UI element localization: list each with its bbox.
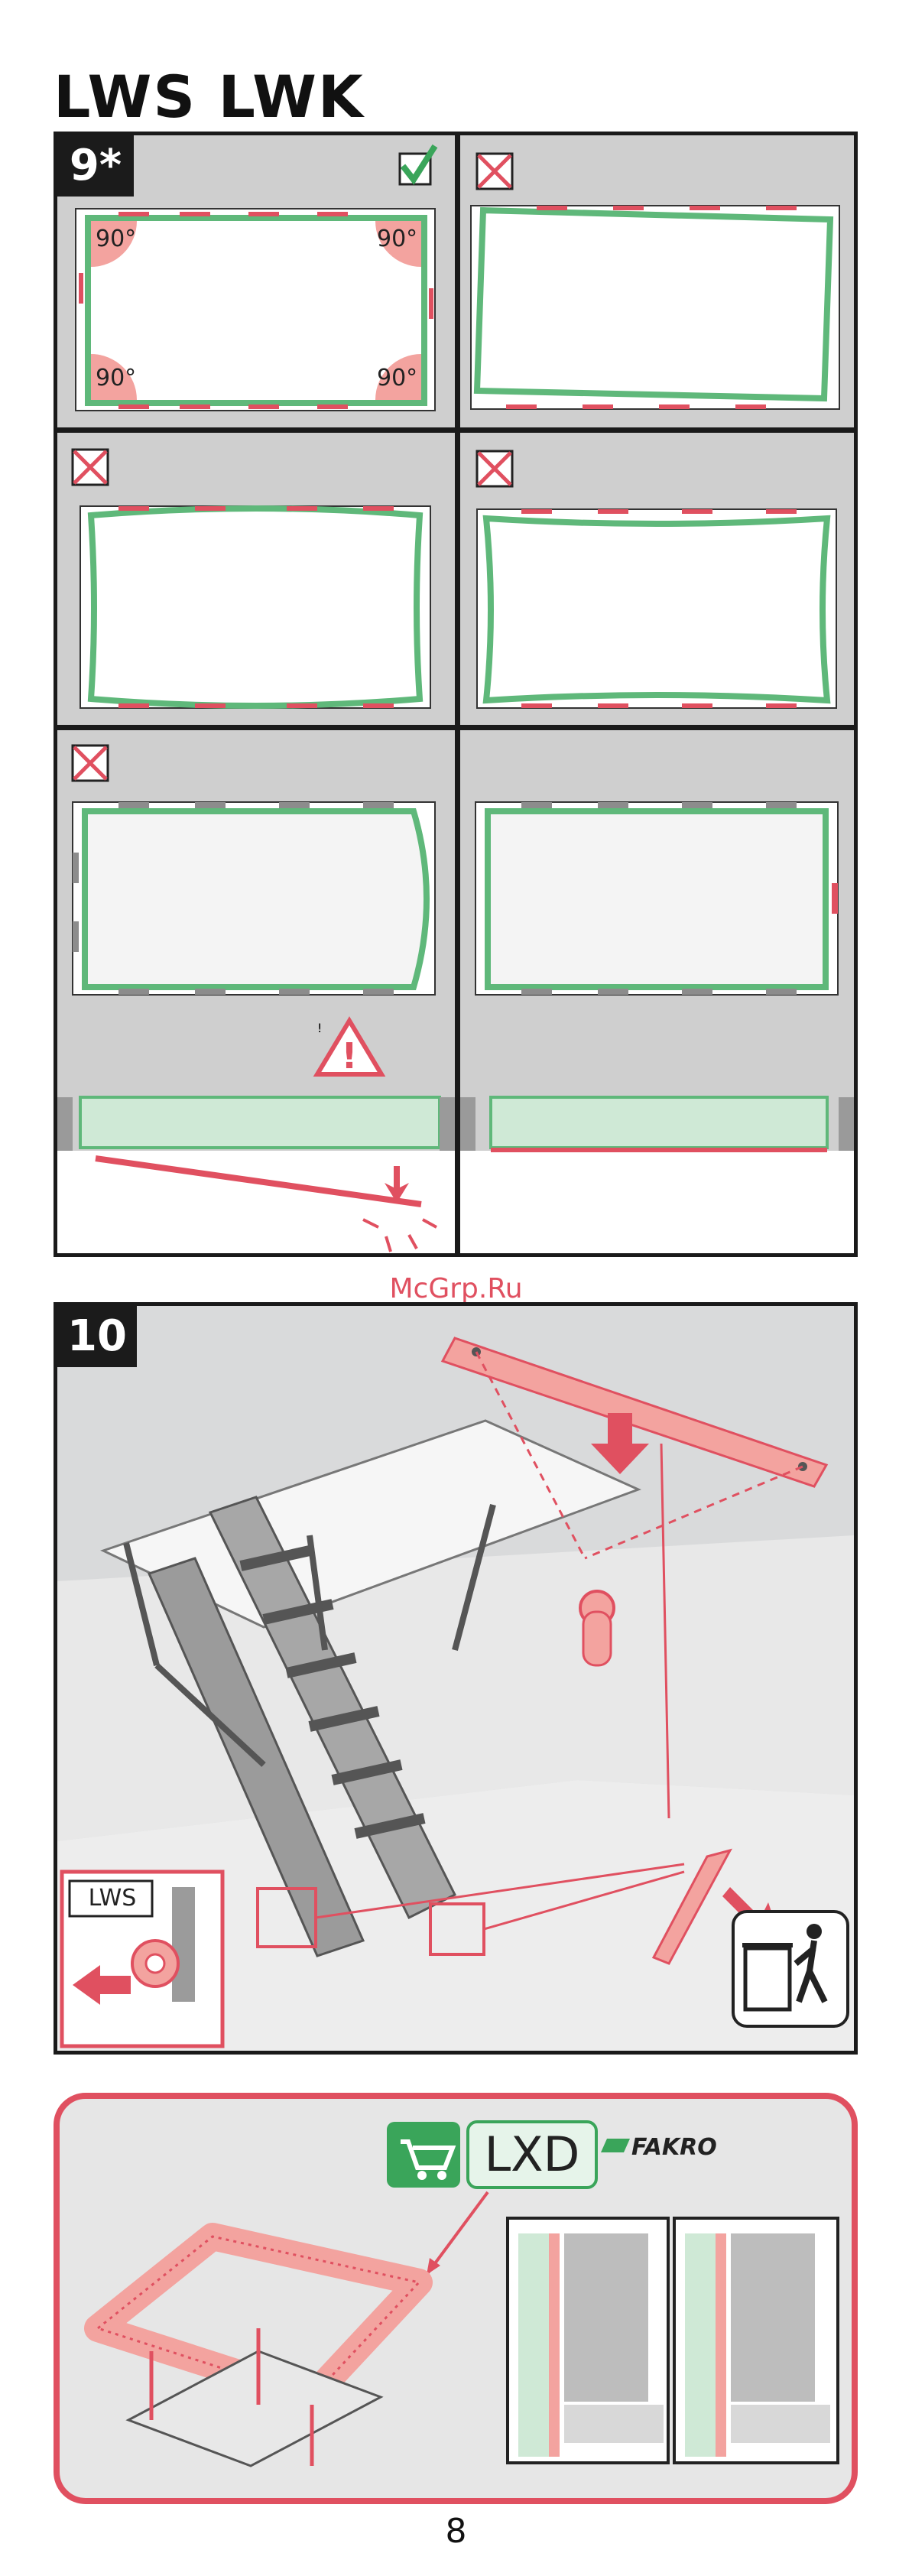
checkbox-ok-icon [400, 154, 430, 184]
corner-angle-label: 90° [377, 226, 417, 252]
corner-angle-label: 90° [377, 365, 417, 391]
checkbox-wrong-icon [477, 451, 512, 486]
arrow-down-icon [591, 1413, 649, 1474]
step-10-panel: 10 [54, 1302, 858, 2055]
checkbox-wrong-icon [73, 746, 108, 781]
cell-wrong-sagging-hatch: ! ! [57, 730, 455, 1253]
sagging-hatch-diagram: ! [57, 730, 455, 1253]
trash-bin-icon [733, 1912, 848, 2026]
cart-icon [387, 2122, 460, 2188]
cell-wrong-bowed-in [460, 433, 854, 725]
fakro-logo-icon [601, 2139, 630, 2152]
correct-hatch-diagram [460, 730, 854, 1253]
corner-angle-label: 90° [96, 365, 136, 391]
cell-wrong-skewed [460, 135, 854, 427]
cell-correct-square: 9* 90° 90° 90° 90° [57, 135, 455, 427]
page-number: 8 [0, 2512, 912, 2551]
corner-angle-label: 90° [96, 226, 136, 252]
warning-triangle-icon: ! [317, 1021, 381, 1074]
checkbox-wrong-icon [73, 450, 108, 485]
watermark: McGrp.Ru [0, 1273, 912, 1304]
inset-label: LWS [73, 1881, 152, 1916]
checkbox-wrong-icon [477, 154, 512, 189]
skewed-frame-diagram [460, 135, 854, 427]
cell-correct-hatch [460, 730, 854, 1253]
bowed-frame-diagram [57, 433, 455, 725]
pinched-frame-diagram [460, 433, 854, 725]
page-title: LWS LWK [54, 63, 365, 131]
cell-wrong-bowed-out [57, 433, 455, 725]
accessory-panel: LXD FAKRO [54, 2093, 858, 2504]
screwdriver-icon [583, 1591, 617, 1665]
product-code: LXD [468, 2122, 596, 2188]
step-9-panel: 9* 90° 90° 90° 90° [54, 132, 858, 1257]
brand-name: FAKRO [631, 2134, 717, 2161]
